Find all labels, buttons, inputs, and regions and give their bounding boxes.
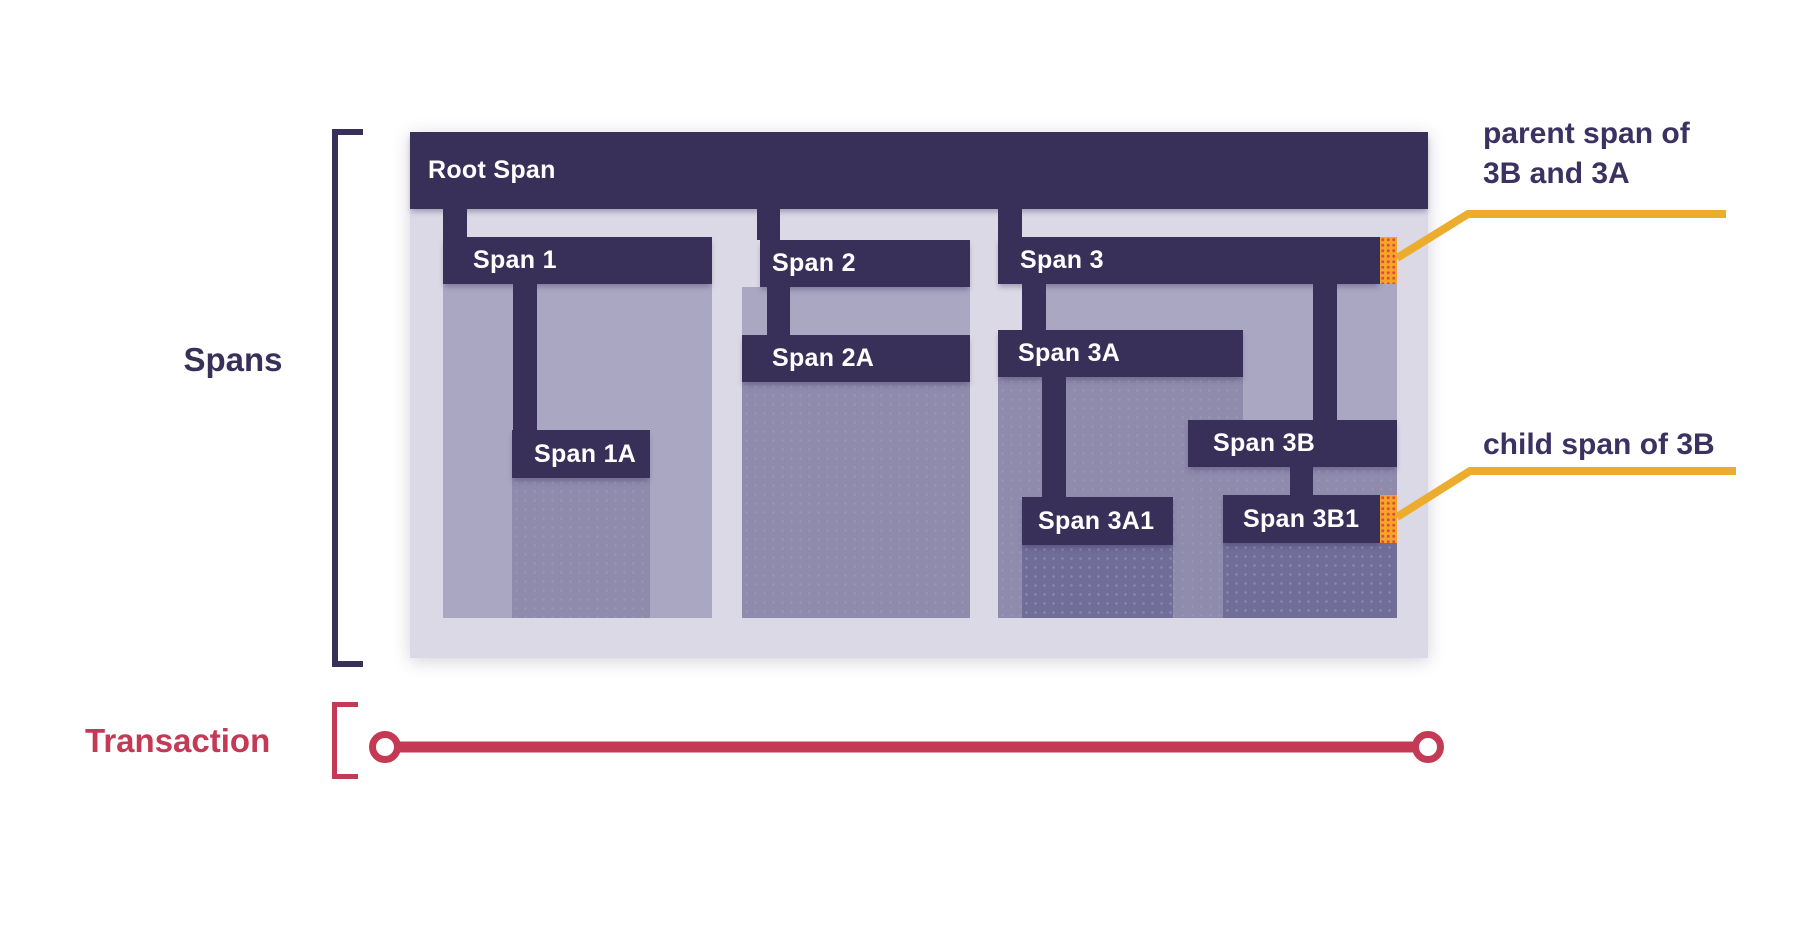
child-span-annotation: child span of 3B: [1483, 425, 1715, 465]
span-connector-span3b: [1313, 284, 1337, 420]
span-bar-span3a1: Span 3A1: [1022, 497, 1173, 545]
span-bar-span2: Span 2: [760, 240, 970, 287]
spans-bracket-line: [332, 129, 338, 667]
span-connector-span1: [443, 209, 467, 237]
spans-bracket-bottom-arm: [332, 661, 363, 667]
parent-annotation-pointer-line: [1394, 210, 1726, 262]
span-connector-span3b1: [1290, 467, 1313, 495]
span-label-root: Root Span: [428, 156, 556, 184]
span-label-span1a: Span 1A: [534, 439, 637, 468]
span-connector-span3a1: [1042, 377, 1066, 497]
span-connector-span1a: [513, 284, 537, 430]
highlight-marker-span3: [1380, 237, 1397, 284]
span-label-span3a1: Span 3A1: [1038, 506, 1155, 535]
transaction-end-circle: [1412, 731, 1444, 763]
span-body-span3b1: [1223, 543, 1397, 618]
parent-span-annotation-line1: parent span of: [1483, 117, 1690, 150]
span-bar-span2a: Span 2A: [742, 335, 970, 382]
transaction-bracket-line: [332, 702, 337, 779]
transaction-bracket-top-arm: [332, 702, 358, 707]
span-bar-span3b: Span 3B: [1188, 420, 1397, 467]
span-label-span3b1: Span 3B1: [1243, 504, 1360, 533]
highlight-marker-span3b1: [1380, 495, 1397, 543]
transaction-start-circle: [369, 731, 401, 763]
span-connector-span2a: [767, 287, 790, 335]
spans-bracket-top-arm: [332, 129, 363, 135]
span-bar-span1: Span 1: [443, 237, 712, 284]
span-label-span3: Span 3: [1020, 246, 1104, 274]
span-bar-span3b1: Span 3B1: [1223, 495, 1380, 543]
span-label-span1: Span 1: [473, 246, 557, 274]
spans-label: Spans: [183, 341, 283, 378]
span-connector-span2: [757, 209, 780, 240]
child-span-annotation-line1: child span of 3B: [1483, 428, 1715, 461]
span-bar-span3a: Span 3A: [998, 330, 1243, 377]
span-label-span2a: Span 2A: [772, 344, 875, 372]
parent-span-annotation-line2: 3B and 3A: [1483, 157, 1630, 190]
span-body-span1a: [512, 478, 650, 618]
parent-span-annotation: parent span of 3B and 3A: [1483, 114, 1690, 194]
transaction-label: Transaction: [85, 722, 271, 759]
transaction-bracket-bottom-arm: [332, 774, 358, 779]
span-connector-span3a: [1022, 284, 1046, 330]
span-bar-span1a: Span 1A: [512, 430, 650, 478]
span-label-span2: Span 2: [772, 249, 856, 277]
span-body-span3a1: [1022, 545, 1173, 618]
span-label-span3b: Span 3B: [1213, 429, 1316, 457]
span-label-span3a: Span 3A: [1018, 339, 1121, 367]
span-bar-span3: Span 3: [998, 237, 1380, 284]
span-bar-root: Root Span: [410, 132, 1428, 209]
span-body-span2a: [742, 382, 970, 618]
child-annotation-pointer-line: [1394, 467, 1736, 521]
span-connector-span3: [998, 209, 1022, 237]
